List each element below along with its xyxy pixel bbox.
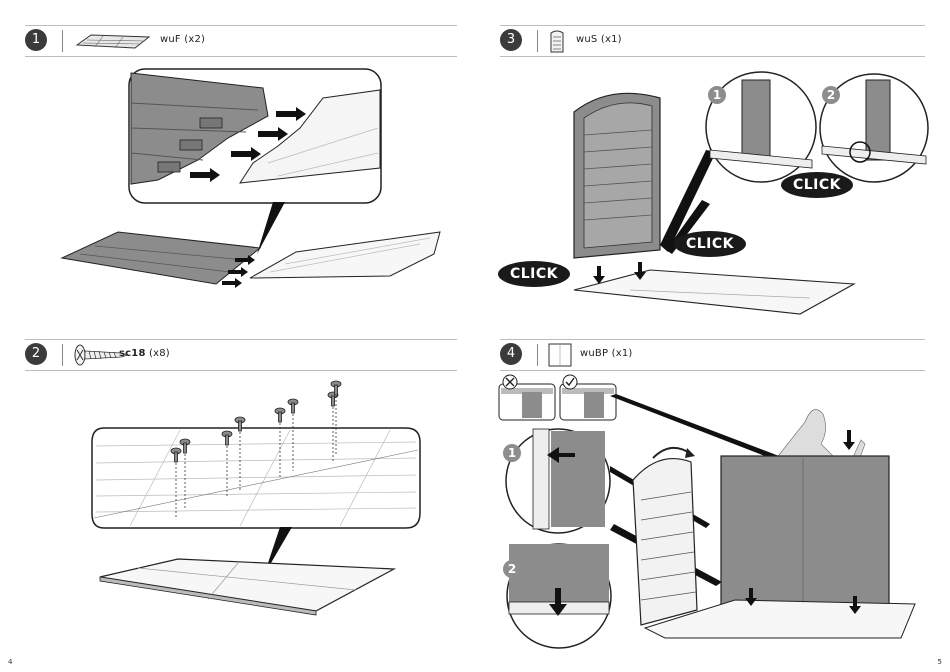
side-wall-icon xyxy=(550,29,564,53)
step-1-part-code: wuF xyxy=(160,34,181,45)
step-1-qty: (x2) xyxy=(184,34,205,45)
step-3-separator xyxy=(537,30,538,52)
step-1-separator xyxy=(62,30,63,52)
step-2-number: 2 xyxy=(25,343,47,365)
step-2-separator xyxy=(62,344,63,366)
step-1-part-label: wuF (x2) xyxy=(160,34,205,45)
step-4-qty: (x1) xyxy=(612,348,633,359)
step-1-header: 1 wuF (x2) xyxy=(25,25,457,57)
step-4-part-label: wuBP (x1) xyxy=(580,348,633,359)
click-callout-3: CLICK xyxy=(498,261,570,287)
step-1-floor-assembly xyxy=(60,228,450,288)
step-2-part-code: sc18 xyxy=(119,348,146,359)
step-4-number: 4 xyxy=(500,343,522,365)
step-2-detail-callout xyxy=(90,378,422,533)
click-callout-1: CLICK xyxy=(781,172,853,198)
step-4-main-assembly xyxy=(625,400,925,640)
step-4-detail-1 xyxy=(505,425,611,537)
step-2-part-label: sc18 (x8) xyxy=(119,348,170,359)
step-3-number: 3 xyxy=(500,29,522,51)
step-4-separator xyxy=(537,344,538,366)
step-3-part-label: wuS (x1) xyxy=(576,34,622,45)
detail-marker-3: 1 xyxy=(503,444,521,462)
step-4-part-code: wuBP xyxy=(580,348,608,359)
step-4-header: 4 wuBP (x1) xyxy=(500,339,925,371)
detail-marker-1: 1 xyxy=(708,86,726,104)
step-3-part-code: wuS xyxy=(576,34,597,45)
step-2-header: 2 sc18 (x8) xyxy=(25,339,457,371)
step-4-detail-2 xyxy=(505,540,613,652)
page-number-left: 4 xyxy=(8,658,12,666)
step-1-number: 1 xyxy=(25,29,47,51)
step-3-header: 3 wuS (x1) xyxy=(500,25,925,57)
detail-marker-2: 2 xyxy=(822,86,840,104)
page-number-right: 5 xyxy=(938,658,942,666)
step-2-floor-assembly xyxy=(98,555,398,615)
floor-panel-icon xyxy=(73,31,153,51)
step-3-qty: (x1) xyxy=(601,34,622,45)
click-callout-2: CLICK xyxy=(674,231,746,257)
back-panel-icon xyxy=(548,343,572,367)
step-1-detail-callout xyxy=(128,68,382,204)
step-2-qty: (x8) xyxy=(149,348,170,359)
detail-marker-4: 2 xyxy=(503,560,521,578)
step-4-wrong-right-icons xyxy=(498,374,618,422)
